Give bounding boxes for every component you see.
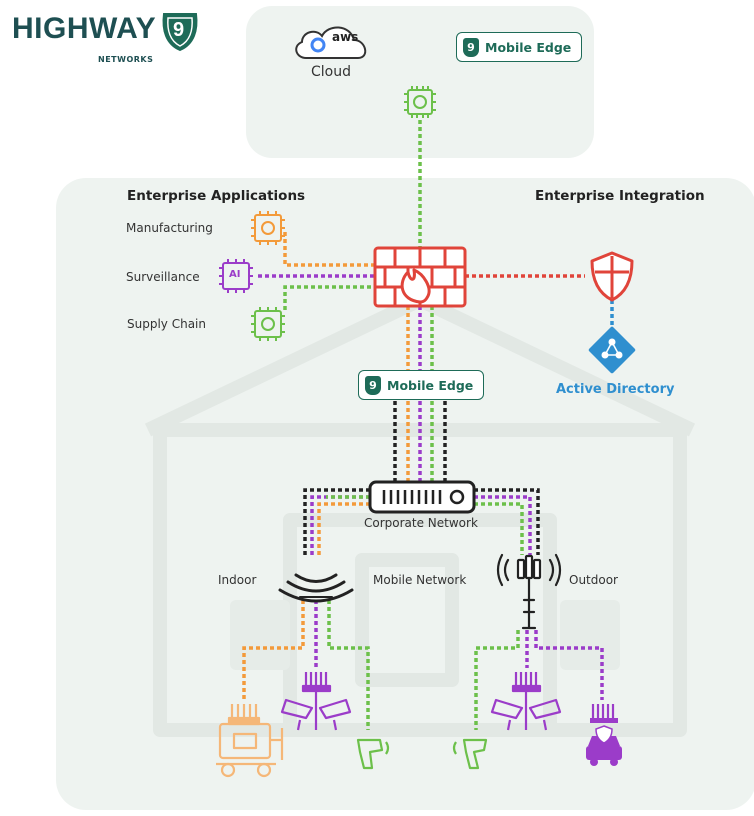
enterprise-integration-title: Enterprise Integration xyxy=(535,188,705,204)
barcode-scanner-icon-left xyxy=(356,738,390,770)
indoor-label: Indoor xyxy=(218,573,257,587)
mobile-edge-badge: 9 Mobile Edge xyxy=(358,370,484,400)
mobile-edge-shield-icon-2: 9 xyxy=(365,375,381,395)
network-switch-icon xyxy=(368,480,476,514)
cloud-mobile-edge-label: Mobile Edge xyxy=(485,39,572,55)
security-cameras-icon-right xyxy=(490,672,562,731)
security-cameras-icon-left xyxy=(280,672,352,731)
app-supply-chain-label: Supply Chain xyxy=(127,317,206,331)
secure-vehicle-icon xyxy=(586,704,622,766)
highway-shield-icon xyxy=(162,13,198,52)
ai-chip-label: AI xyxy=(229,269,241,280)
mobile-network-label: Mobile Network xyxy=(373,573,467,587)
cloud-icon xyxy=(295,26,367,59)
active-directory-icon xyxy=(588,326,636,374)
surveillance-ai-chip-icon xyxy=(219,259,253,293)
app-surveillance-label: Surveillance xyxy=(126,270,200,284)
supply-chain-chip-icon xyxy=(251,307,285,341)
corporate-network-label: Corporate Network xyxy=(364,516,478,530)
firewall-icon xyxy=(373,246,467,308)
mobile-edge-label: Mobile Edge xyxy=(387,377,474,393)
active-directory-label: Active Directory xyxy=(556,382,675,397)
cloud-chip-icon xyxy=(404,86,436,118)
cloud-label: Cloud xyxy=(311,64,351,80)
robot-icon xyxy=(216,704,284,778)
mobile-edge-shield-icon: 9 xyxy=(463,37,479,57)
security-shield-icon xyxy=(590,251,634,302)
aws-label: aws xyxy=(332,30,359,44)
logo-wordmark: HIGHWAY xyxy=(12,12,157,45)
outdoor-cell-mast-icon xyxy=(496,553,562,630)
enterprise-applications-title: Enterprise Applications xyxy=(127,188,306,204)
app-manufacturing-label: Manufacturing xyxy=(126,221,213,235)
cloud-mobile-edge-badge: 9 Mobile Edge xyxy=(456,32,582,62)
outdoor-label: Outdoor xyxy=(569,573,618,587)
logo-number: 9 xyxy=(173,19,185,41)
barcode-scanner-icon-right xyxy=(452,738,488,770)
indoor-antenna-icon xyxy=(278,573,354,603)
manufacturing-chip-icon xyxy=(251,211,285,245)
logo-subtitle: NETWORKS xyxy=(98,55,154,64)
